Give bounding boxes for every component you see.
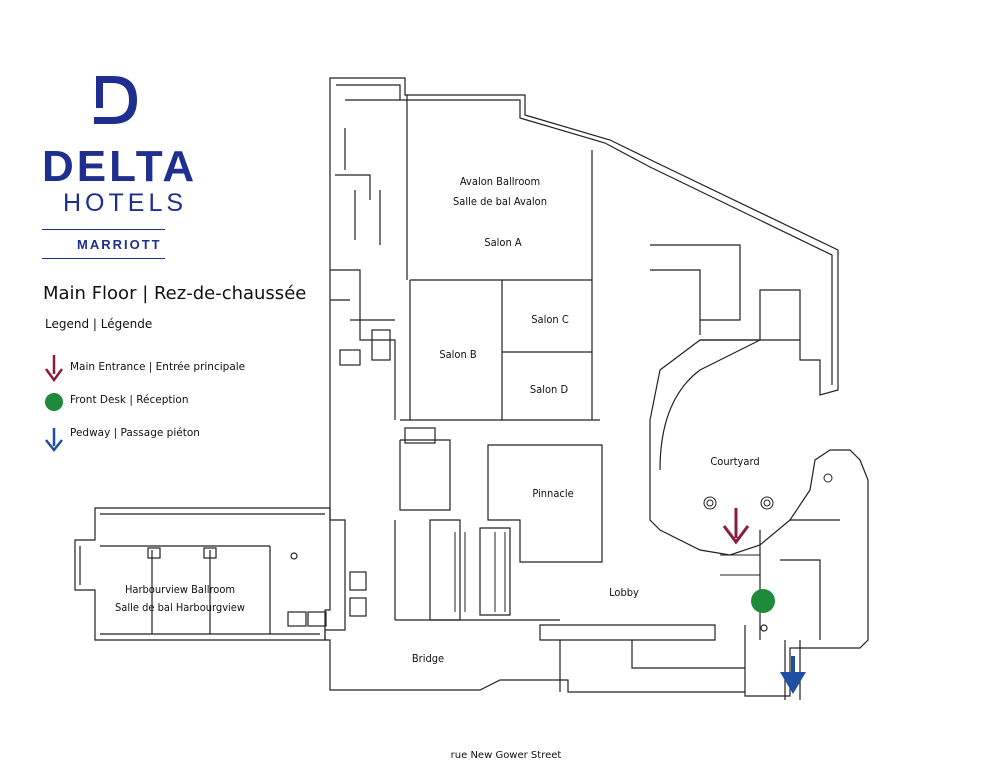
room-label-harbourview: Harbourview Ballroom <box>124 583 236 596</box>
legend-pedway-icon <box>45 428 63 453</box>
legend-item-label: Main Entrance | Entrée principale <box>70 361 246 373</box>
brand-divider-bottom <box>42 258 165 259</box>
floor-title: Main Floor | Rez-de-chaussée <box>43 283 307 304</box>
brand-divider <box>42 229 165 230</box>
brand-name: DELTA <box>42 142 198 191</box>
main-entrance-marker-icon <box>722 508 750 545</box>
room-label-salon-d: Salon D <box>529 383 569 396</box>
pedway-marker-icon <box>780 656 806 694</box>
room-label-salon-b: Salon B <box>439 348 477 361</box>
room-label-courtyard: Courtyard <box>710 455 760 468</box>
room-label-pinnacle: Pinnacle <box>532 487 574 500</box>
room-label-salon-c: Salon C <box>531 313 569 326</box>
legend-title: Legend | Légende <box>45 317 153 331</box>
legend-front-desk-icon <box>45 393 63 411</box>
room-label-salon-a: Salon A <box>484 236 522 249</box>
harbourview-wing-outline <box>74 507 346 641</box>
street-label: rue New Gower Street <box>450 750 562 761</box>
room-label-avalon: Avalon Ballroom <box>459 175 541 188</box>
room-label-bridge: Bridge <box>411 652 445 665</box>
room-label-avalon-fr: Salle de bal Avalon <box>453 195 547 208</box>
room-label-lobby: Lobby <box>609 586 639 599</box>
delta-monogram-icon <box>94 76 137 124</box>
brand-sub: HOTELS <box>63 189 188 217</box>
room-label-harbourview-fr: Salle de bal Harbourgview <box>115 601 245 614</box>
legend-main-entrance-icon <box>44 355 64 383</box>
legend-item-label: Pedway | Passage piéton <box>70 427 200 439</box>
brand-parent: MARRIOTT <box>77 237 162 252</box>
front-desk-marker-icon <box>751 589 775 613</box>
legend-item-label: Front Desk | Réception <box>70 394 189 406</box>
courtyard-outline <box>659 339 800 471</box>
main-building-outline <box>324 77 869 697</box>
